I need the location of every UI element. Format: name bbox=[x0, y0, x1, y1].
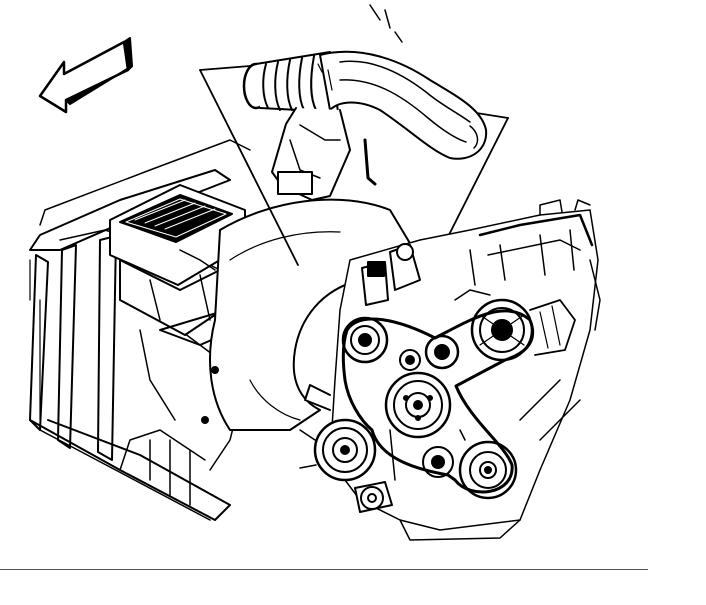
engine-assembly bbox=[300, 200, 600, 540]
air-intake-duct bbox=[244, 52, 486, 200]
page-divider bbox=[0, 569, 648, 570]
engine-bay-illustration bbox=[0, 0, 706, 560]
front-arrow-icon bbox=[40, 38, 132, 112]
